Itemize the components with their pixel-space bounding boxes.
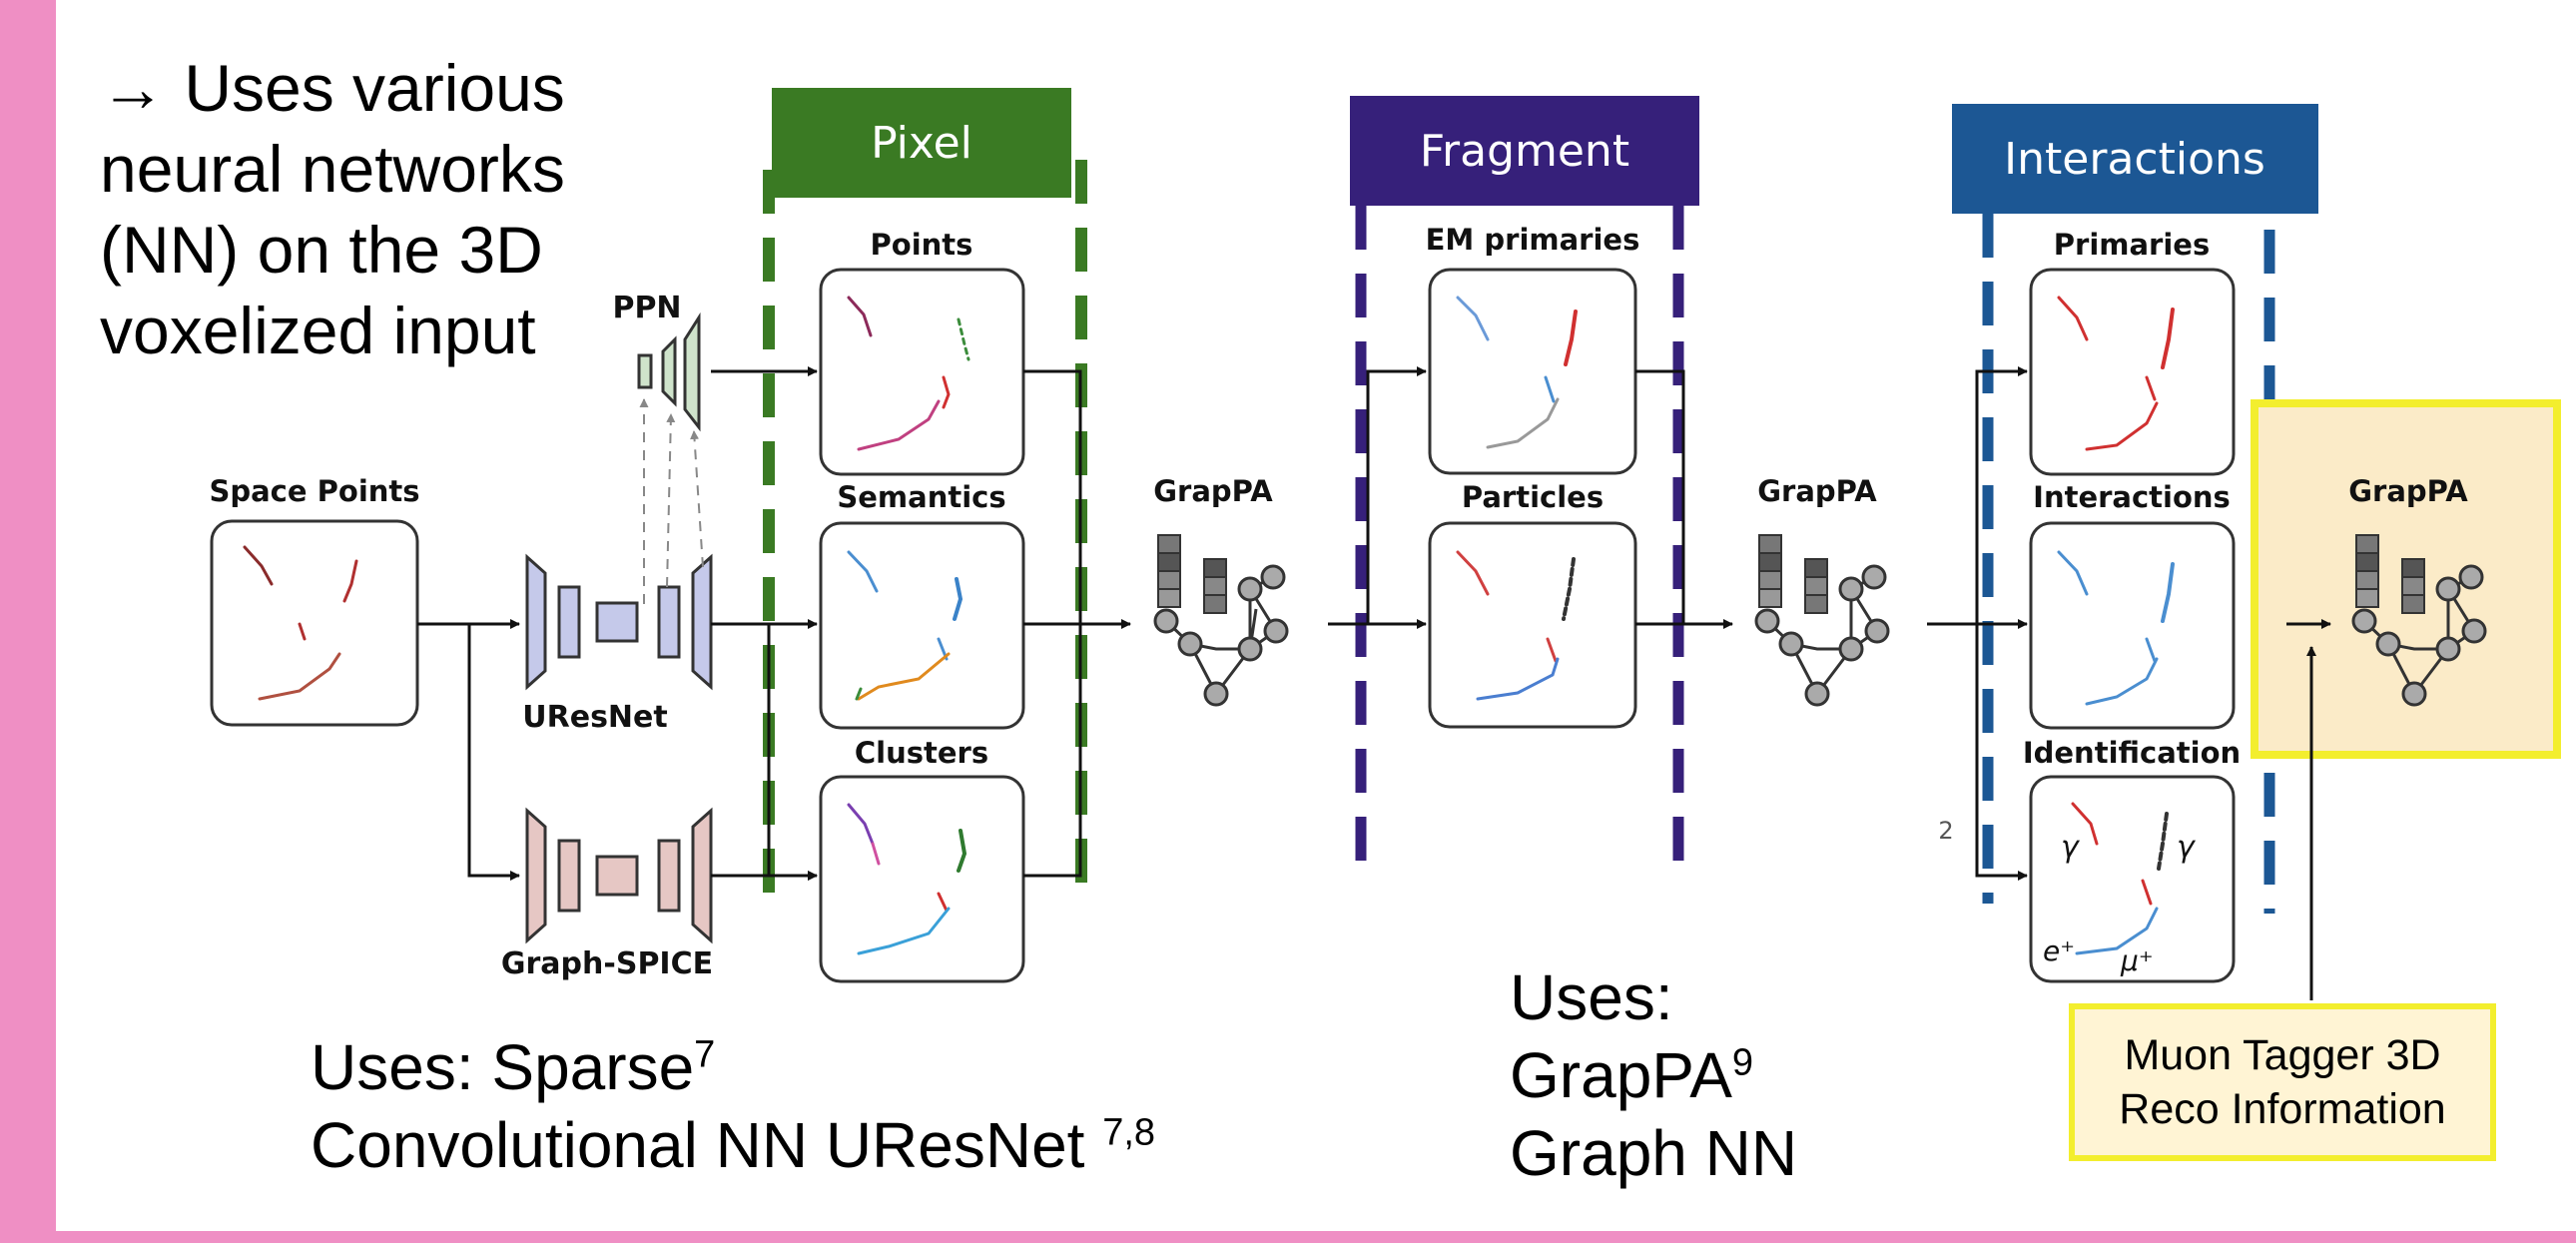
uresnet-note: Uses: Sparse7 Convolutional NN UResNet 7… xyxy=(311,1028,1155,1184)
uresnet-note-line-2-text: Convolutional NN UResNet xyxy=(311,1109,1103,1181)
gamma-label-right: γ xyxy=(2177,830,2197,865)
graph-spice-label: Graph-SPICE xyxy=(501,946,713,981)
grappa-graph-2: GrapPA xyxy=(1754,474,1890,707)
semantics-track xyxy=(847,550,964,701)
bottom-accent-bar xyxy=(0,1231,2576,1243)
flow-arrows xyxy=(417,366,2331,1000)
uresnet-label: UResNet xyxy=(522,700,667,735)
intro-line: → Uses various xyxy=(100,51,565,125)
identification-panel-label: Identification xyxy=(2023,736,2241,770)
edge-count-label: 2 xyxy=(1938,817,1953,845)
grappa-note-line-2-text: GrapPA xyxy=(1510,1039,1732,1111)
particles-track xyxy=(1456,550,1576,701)
primaries-track xyxy=(2057,296,2175,451)
clusters-panel xyxy=(819,775,1025,983)
interactions-banner-label: Interactions xyxy=(2004,134,2265,185)
semantics-panel-label: Semantics xyxy=(837,480,1005,514)
grappa-note-line-2: GrapPA9 xyxy=(1510,1036,1797,1114)
grappa-note: Uses: GrapPA9 Graph NN xyxy=(1510,958,1797,1192)
interactions-track xyxy=(2057,550,2175,706)
grappa-note-line-3: Graph NN xyxy=(1510,1117,1798,1189)
fragment-banner xyxy=(1350,96,1699,206)
particles-panel-label: Particles xyxy=(1462,480,1604,514)
grappa-label-2: GrapPA xyxy=(1757,474,1877,508)
ppn-network xyxy=(637,311,701,432)
uresnet-note-line-1: Uses: Sparse7 xyxy=(311,1028,1155,1106)
intro-line: neural networks xyxy=(100,132,565,206)
muon-tagger-line-2: Reco Information xyxy=(2119,1085,2446,1133)
muon-tagger-box: Muon Tagger 3D Reco Information xyxy=(2069,1003,2496,1161)
uresnet-note-ref-1: 7 xyxy=(694,1033,716,1076)
interactions-banner xyxy=(1952,104,2318,214)
interactions-panel-label: Interactions xyxy=(2033,480,2231,514)
pixel-banner-label: Pixel xyxy=(871,118,972,169)
interactions-panel xyxy=(2029,521,2236,730)
identification-panel xyxy=(2029,775,2236,983)
primaries-panel-label: Primaries xyxy=(2054,228,2210,262)
grappa-graph-3: GrapPA xyxy=(2348,474,2487,707)
grappa-graph-1: GrapPA xyxy=(1153,474,1289,707)
uresnet-note-line-2: Convolutional NN UResNet 7,8 xyxy=(311,1106,1155,1184)
uresnet-note-line-1-text: Uses: Sparse xyxy=(311,1031,695,1103)
muon-label: μ⁺ xyxy=(2120,944,2154,977)
muon-tagger-line-1: Muon Tagger 3D xyxy=(2124,1031,2441,1079)
positron-label: e⁺ xyxy=(2043,934,2075,967)
gamma-label-left: γ xyxy=(2061,830,2081,865)
em-primaries-panel-label: EM primaries xyxy=(1426,223,1640,257)
pixel-banner xyxy=(772,88,1071,198)
uresnet-network xyxy=(525,553,713,691)
space-points-panel xyxy=(210,519,419,727)
intro-line: (NN) on the 3D xyxy=(100,213,543,287)
grappa-note-line-1: Uses: xyxy=(1510,961,1673,1033)
grappa-label-1: GrapPA xyxy=(1153,474,1273,508)
fragment-banner-label: Fragment xyxy=(1420,126,1629,177)
space-points-label: Space Points xyxy=(209,474,419,508)
space-points-track xyxy=(243,545,358,701)
uresnet-ppn-links xyxy=(639,398,704,604)
ppn-label: PPN xyxy=(612,291,681,325)
em-primaries-track xyxy=(1456,296,1578,449)
points-track xyxy=(847,296,970,451)
identification-track xyxy=(2071,802,2169,955)
graph-spice-network xyxy=(525,807,713,944)
clusters-track xyxy=(847,803,967,955)
intro-text: → Uses various neural networks (NN) on t… xyxy=(100,48,659,371)
primaries-panel xyxy=(2029,268,2236,476)
intro-line: voxelized input xyxy=(100,294,536,367)
uresnet-note-ref-2: 7,8 xyxy=(1102,1111,1156,1154)
left-accent-bar xyxy=(0,0,56,1243)
grappa-note-ref: 9 xyxy=(1731,1041,1754,1084)
clusters-panel-label: Clusters xyxy=(855,736,988,770)
points-panel-label: Points xyxy=(871,228,973,262)
grappa-label-3: GrapPA xyxy=(2348,474,2468,508)
